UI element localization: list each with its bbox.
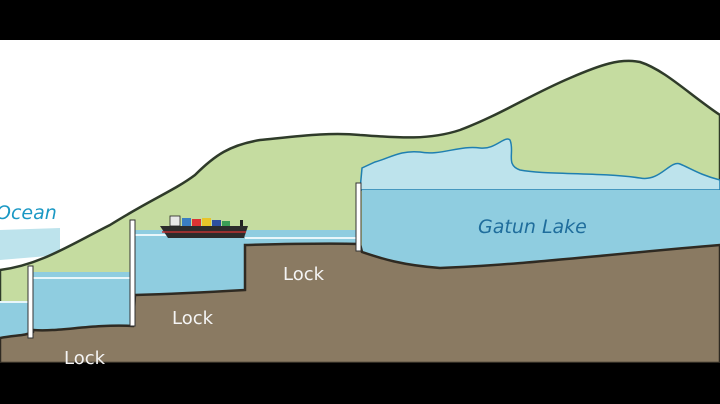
lock-upper-label: Lock xyxy=(283,264,324,285)
lock-middle-label: Lock xyxy=(172,308,213,329)
container-blue xyxy=(182,218,191,226)
gatun-lake-label: Gatun Lake xyxy=(478,216,587,238)
lock-gate-3 xyxy=(356,183,361,251)
lock-middle-water xyxy=(135,230,245,295)
container-green xyxy=(222,221,230,226)
lock-lower-water xyxy=(33,272,133,330)
ship-bridge xyxy=(170,216,180,226)
sea-level-water xyxy=(0,302,31,337)
ocean-label: Ocean xyxy=(0,202,57,224)
panama-canal-diagram: Ocean Gatun Lake Lock Lock Lock xyxy=(0,40,720,363)
canal-cross-section xyxy=(0,40,720,363)
container-red xyxy=(192,219,201,226)
lock-lower-label: Lock xyxy=(64,348,105,369)
container-yellow xyxy=(202,218,211,226)
lock-gate-2 xyxy=(130,220,135,326)
container-navy xyxy=(212,220,221,226)
ship-mast xyxy=(240,220,243,226)
lock-gate-1 xyxy=(28,266,33,338)
